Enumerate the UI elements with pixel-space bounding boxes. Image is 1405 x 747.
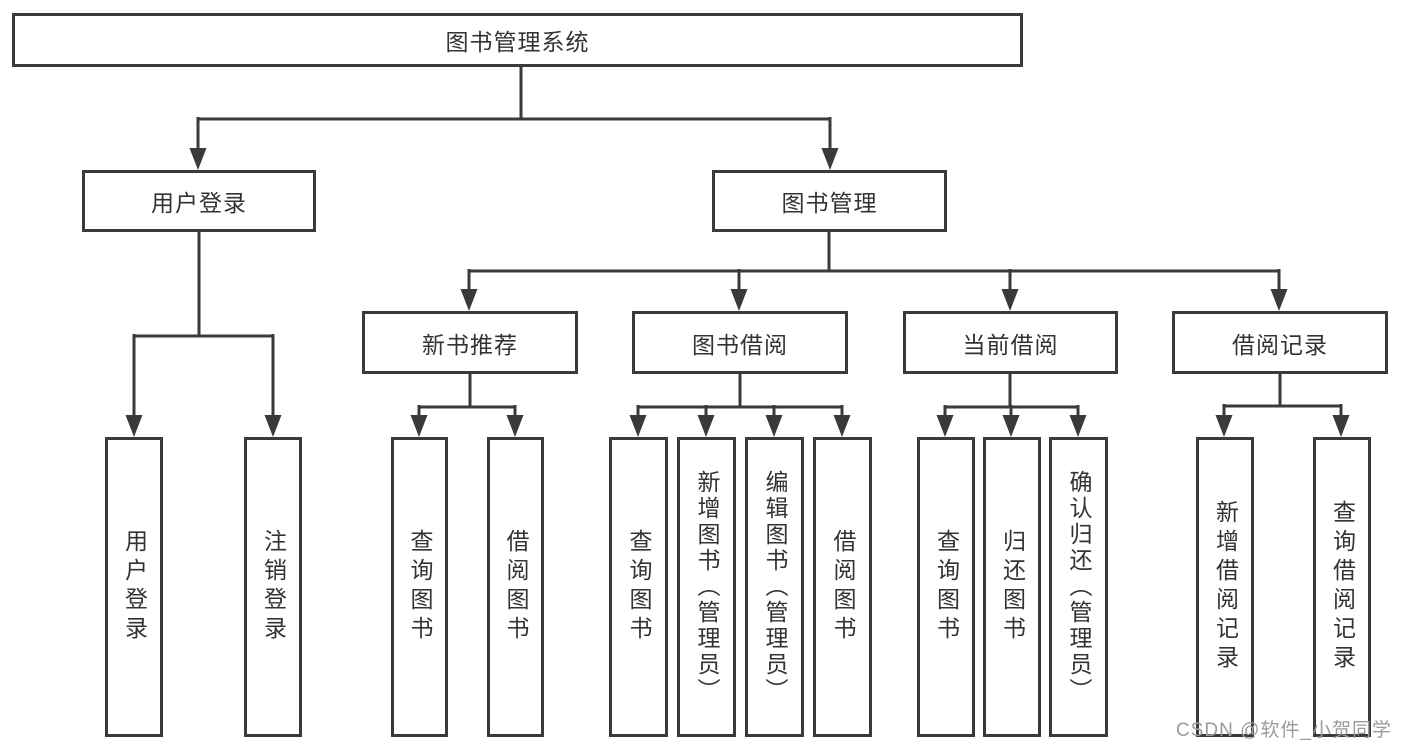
- connector-book-management-to-level3: [460, 232, 1288, 311]
- leaf-br-add-record: 新增借阅记录: [1196, 437, 1254, 737]
- node-label: 查询图书: [626, 529, 652, 645]
- connector-root-to-level2: [189, 66, 839, 170]
- node-user-login: 用户登录: [82, 170, 316, 232]
- node-label: 新增借阅记录: [1212, 500, 1239, 674]
- leaf-cb-confirm-return: 确认归还（管理员）: [1049, 437, 1108, 737]
- node-label: 查询借阅记录: [1329, 500, 1356, 674]
- leaf-bb-query-book: 查询图书: [609, 437, 668, 737]
- leaf-bb-edit-book: 编辑图书（管理员）: [745, 437, 804, 737]
- connector-borrow-record-to-leaves: [1215, 373, 1350, 437]
- node-label: 图书管理系统: [445, 29, 590, 55]
- node-label: 借阅图书: [503, 529, 529, 645]
- leaf-cb-return-book: 归还图书: [983, 437, 1041, 737]
- node-label: 编辑图书（管理员）: [762, 470, 788, 704]
- leaf-nbr-query-book: 查询图书: [391, 437, 448, 737]
- leaf-user-login: 用户登录: [105, 437, 163, 737]
- node-new-book-recommend: 新书推荐: [362, 311, 578, 374]
- node-label: 用户登录: [151, 190, 247, 216]
- leaf-cb-query-book: 查询图书: [917, 437, 975, 737]
- node-label: 图书管理: [781, 190, 878, 216]
- leaf-logout-login: 注销登录: [244, 437, 302, 737]
- node-borrow-record: 借阅记录: [1172, 311, 1388, 374]
- node-label: 新增图书（管理员）: [694, 470, 720, 704]
- node-book-management: 图书管理: [712, 170, 947, 232]
- node-root: 图书管理系统: [12, 13, 1023, 67]
- node-current-borrow: 当前借阅: [903, 311, 1118, 374]
- connector-new-book-recommend-to-leaves: [410, 373, 524, 437]
- connector-user-login-to-leaves: [125, 232, 282, 437]
- leaf-nbr-borrow-book: 借阅图书: [487, 437, 544, 737]
- node-label: 确认归还（管理员）: [1066, 470, 1092, 704]
- leaf-bb-add-book: 新增图书（管理员）: [677, 437, 736, 737]
- node-label: 当前借阅: [962, 331, 1059, 358]
- node-label: 查询图书: [407, 529, 433, 645]
- node-label: 查询图书: [933, 529, 960, 645]
- connector-current-borrow-to-leaves: [936, 373, 1087, 437]
- node-book-borrow: 图书借阅: [632, 311, 848, 374]
- node-label: 图书借阅: [692, 331, 788, 358]
- node-label: 借阅记录: [1232, 331, 1328, 358]
- leaf-br-query-record: 查询借阅记录: [1313, 437, 1371, 737]
- node-label: 新书推荐: [422, 331, 518, 358]
- node-label: 归还图书: [999, 529, 1026, 645]
- csdn-watermark: CSDN @软件_小贺同学: [1176, 720, 1392, 741]
- connector-book-borrow-to-leaves: [629, 373, 851, 437]
- node-label: 用户登录: [121, 529, 148, 645]
- node-label: 注销登录: [260, 529, 287, 645]
- node-label: 借阅图书: [830, 529, 856, 645]
- leaf-bb-borrow-book: 借阅图书: [813, 437, 872, 737]
